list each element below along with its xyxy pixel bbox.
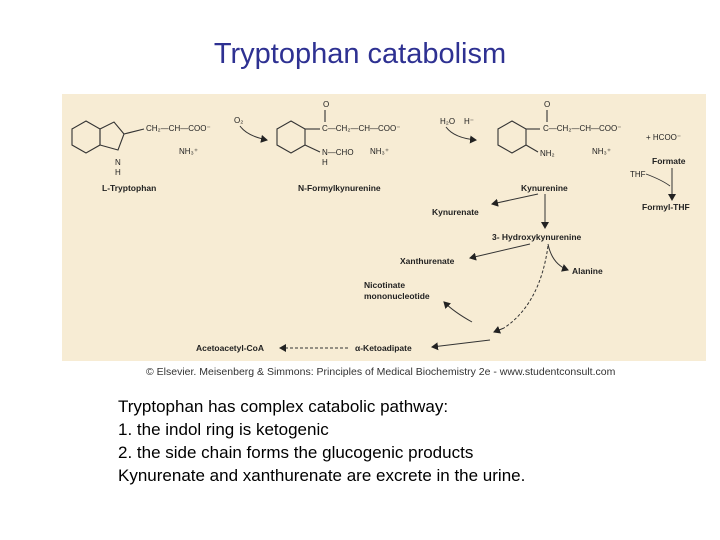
arrow-o2 [239,125,268,143]
trp-h-text: H [115,168,121,177]
caption-line-2: 1. the indol ring is ketogenic [118,420,329,439]
hcoo-text: + HCOO⁻ [646,133,681,142]
label-mononucleotide: mononucleotide [364,291,430,301]
caption-line-1: Tryptophan has complex catabolic pathway… [118,397,449,416]
nfk-chain-text: C—CH₂—CH—COO⁻ [322,124,400,133]
kyn-nh3-text: NH₃⁺ [592,147,611,156]
trp-chain-text: CH₂—CH—COO⁻ [146,124,211,133]
pathway-svg: CH₂—CH—COO⁻ NH₃⁺ N H L-Tryptophan O₂ O C… [71,100,690,353]
arrow-h2o [445,126,477,144]
nfk-h-text: H [322,158,328,167]
trp-n-text: N [115,158,121,167]
label-kynurenate: Kynurenate [432,207,479,217]
nfk-n-text: N—CHO [322,148,354,157]
label-n-formylkynurenine: N-Formylkynurenine [298,183,381,193]
formylkynurenine-structure [276,110,326,154]
arrow-curve-end [493,326,505,334]
pathway-diagram: CH₂—CH—COO⁻ NH₃⁺ N H L-Tryptophan O₂ O C… [62,94,706,361]
kyn-o-text: O [544,100,550,109]
h2o-text: H₂O [440,117,455,126]
kyn-chain-text: C—CH₂—CH—COO⁻ [543,124,621,133]
label-3-hydroxykynurenine: 3- Hydroxykynurenine [492,232,582,242]
kynurenine-structure [497,110,548,154]
label-l-tryptophan: L-Tryptophan [102,183,156,193]
curve-main [503,245,549,329]
tryptophan-structure [71,120,145,154]
caption: Tryptophan has complex catabolic pathway… [118,395,698,487]
label-alanine: Alanine [572,266,603,276]
arrow-to-kynurenate [491,193,539,207]
caption-line-4: Kynurenate and xanthurenate are excrete … [118,466,526,485]
slide-title: Tryptophan catabolism [213,38,507,70]
label-xanthurenate: Xanthurenate [400,256,455,266]
o2-text: O₂ [234,116,243,125]
arrow-to-xanthurenate [469,243,531,261]
arrow-to-alanine [547,243,569,272]
label-kynurenine: Kynurenine [521,183,568,193]
label-nicotinate: Nicotinate [364,280,405,290]
nfk-nh3-text: NH₃⁺ [370,147,389,156]
label-formyl-thf: Formyl-THF [642,202,690,212]
label-thf: THF [630,170,646,179]
arrow-to-nicotinate [443,301,473,323]
label-ketoadipate: α-Ketoadipate [355,343,412,353]
arrow-thf [645,173,671,187]
hminus-text: H⁻ [464,117,474,126]
figure-credit: © Elsevier. Meisenberg & Simmons: Princi… [146,366,616,378]
caption-line-3: 2. the side chain forms the glucogenic p… [118,443,474,462]
label-acetoacetyl-coa: Acetoacetyl-CoA [196,343,264,353]
kyn-nh2-text: NH₂ [540,149,555,158]
nfk-o-text: O [323,100,329,109]
trp-nh3-text: NH₃⁺ [179,147,198,156]
arrow-to-ketoadipate [431,339,491,351]
label-formate: Formate [652,156,686,166]
